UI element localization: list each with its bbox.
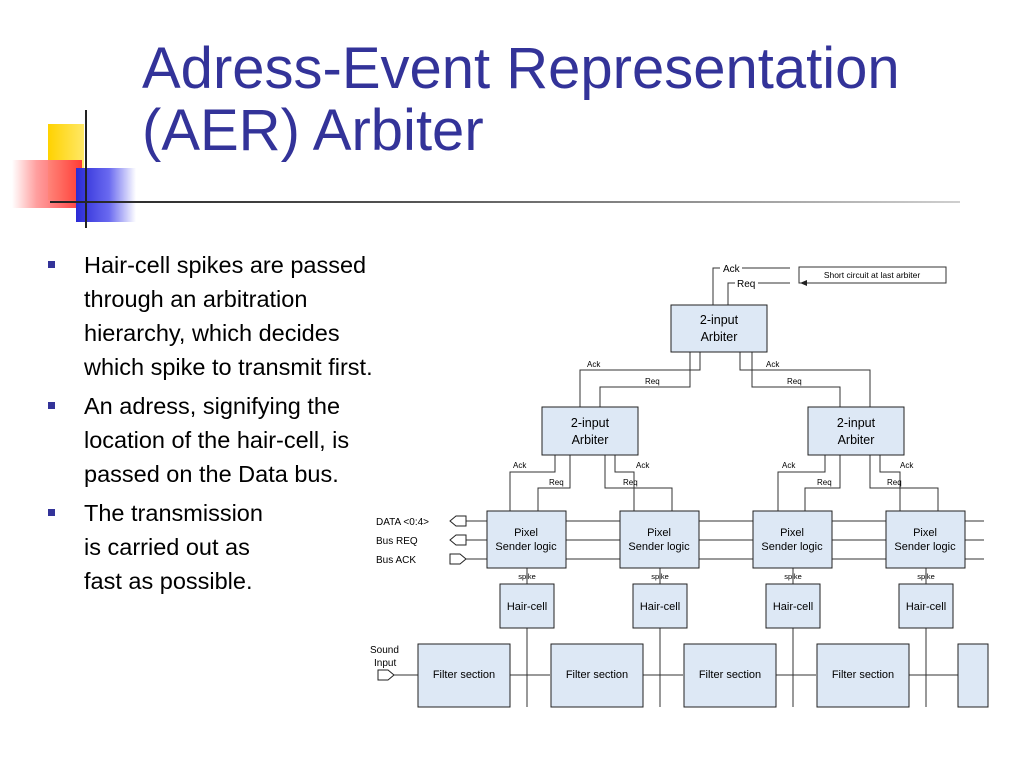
bullet-line: through an arbitration [84,286,308,312]
pixel-sender-3: Pixel Sender logic [752,510,833,569]
bus-ack-connector-icon [449,553,467,565]
slide-title: Adress-Event Representation (AER) Arbite… [142,38,1002,162]
spike-label: spike [784,572,802,581]
top-req-label: Req [737,279,755,290]
req-label: Req [787,377,802,386]
pixel-label-line: Sender logic [761,541,823,553]
bullet-item: The transmission is carried out as fast … [48,496,448,598]
title-underline [50,201,960,203]
arbiter-label-line: 2-input [837,416,876,430]
filter-section-3: Filter section [683,643,777,708]
req-label: Req [623,478,638,487]
arbiter-label-line: 2-input [700,313,739,327]
ack-label: Ack [636,461,650,470]
haircell-2: Hair-cell [632,583,688,629]
bus-data-connector-icon [449,515,467,527]
req-label: Req [549,478,564,487]
haircell-4: Hair-cell [898,583,954,629]
title-line-1: Adress-Event Representation [142,36,900,101]
bullet-square-icon [48,402,55,409]
sound-input-label-line: Input [374,658,396,669]
pixel-label-line: Pixel [913,527,937,539]
bullet-item: Hair-cell spikes are passed through an a… [48,248,448,384]
pixel-sender-1: Pixel Sender logic [486,510,567,569]
filter-label: Filter section [832,669,894,681]
haircell-label: Hair-cell [507,601,547,613]
arbiter-label-line: Arbiter [701,330,738,344]
bullet-line: hierarchy, which decides [84,320,340,346]
req-label: Req [887,478,902,487]
haircell-1: Hair-cell [499,583,555,629]
decor-vertical-line [85,110,87,228]
bullet-list: Hair-cell spikes are passed through an a… [48,248,448,603]
haircell-3: Hair-cell [765,583,821,629]
short-circuit-note: Short circuit at last arbiter [824,270,921,280]
req-label: Req [817,478,832,487]
bullet-line: An adress, signifying the [84,393,341,419]
bullet-line: is carried out as [84,534,250,560]
pixel-sender-4: Pixel Sender logic [885,510,966,569]
arbiter-top: 2-input Arbiter [670,304,768,353]
bullet-line: which spike to transmit first. [84,354,373,380]
bullet-line: Hair-cell spikes are passed [84,252,367,278]
bus-ack-label: Bus ACK [376,555,416,566]
haircell-label: Hair-cell [906,601,946,613]
pixel-label-line: Pixel [780,527,804,539]
bullet-square-icon [48,509,55,516]
ack-label: Ack [900,461,914,470]
filter-section-partial [957,643,989,708]
bus-req-connector-icon [449,534,467,546]
pixel-label-line: Pixel [647,527,671,539]
ack-label: Ack [766,360,780,369]
arbiter-label-line: Arbiter [572,433,609,447]
pixel-label-line: Sender logic [495,541,557,553]
ack-label: Ack [513,461,527,470]
short-circuit-note-box [798,266,947,284]
pixel-label-line: Sender logic [894,541,956,553]
bullet-item: An adress, signifying the location of th… [48,389,448,491]
pixel-label-line: Pixel [514,527,538,539]
arbiter-label-line: Arbiter [838,433,875,447]
decor-red-square [12,160,82,208]
filter-section-1: Filter section [417,643,511,708]
haircell-label: Hair-cell [773,601,813,613]
spike-label: spike [518,572,536,581]
filter-section-2: Filter section [550,643,644,708]
sound-input-connector-icon [377,669,395,681]
arrow-left-icon [800,280,807,286]
arbiter-left: 2-input Arbiter [541,406,639,456]
bus-data-label: DATA <0:4> [376,517,429,528]
bullet-line: The transmission [84,500,263,526]
spike-label: spike [917,572,935,581]
arbiter-label-line: 2-input [571,416,610,430]
spike-label: spike [651,572,669,581]
title-line-2: (AER) Arbiter [142,98,484,163]
haircell-label: Hair-cell [640,601,680,613]
bullet-square-icon [48,261,55,268]
bullet-line: location of the hair-cell, is [84,427,350,453]
ack-label: Ack [587,360,601,369]
bus-req-label: Bus REQ [376,536,418,547]
sound-input-label-line: Sound [370,645,399,656]
filter-section-4: Filter section [816,643,910,708]
top-ack-label: Ack [723,264,741,275]
req-label: Req [645,377,660,386]
bullet-line: passed on the Data bus. [84,461,339,487]
ack-label: Ack [782,461,796,470]
filter-label: Filter section [566,669,628,681]
filter-label: Filter section [433,669,495,681]
bullet-line: fast as possible. [84,568,253,594]
pixel-sender-2: Pixel Sender logic [619,510,700,569]
arbiter-right: 2-input Arbiter [807,406,905,456]
pixel-label-line: Sender logic [628,541,690,553]
filter-label: Filter section [699,669,761,681]
